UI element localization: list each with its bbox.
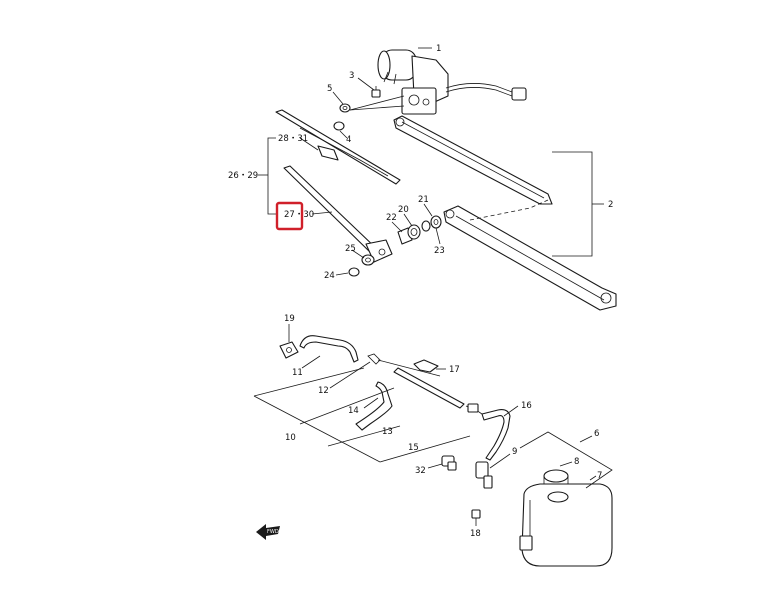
pivot-parts [397, 215, 442, 245]
washer-tank [519, 469, 613, 567]
callout-12: 12 [318, 386, 329, 396]
callout-26-29: 26・29 [228, 171, 258, 181]
callout-1: 1 [436, 44, 441, 54]
callout-9: 9 [512, 447, 517, 457]
bushing-4 [333, 121, 345, 131]
hose-16 [481, 409, 511, 461]
callout-2: 2 [608, 200, 613, 210]
callout-19: 19 [284, 314, 295, 324]
callout-17: 17 [449, 365, 460, 375]
clip-19 [279, 341, 299, 359]
nut-25 [361, 254, 375, 266]
washer-24 [348, 267, 360, 277]
callout-28-31: 28・31 [278, 134, 308, 144]
callout-16: 16 [521, 401, 532, 411]
callout-20: 20 [398, 205, 409, 215]
grommet-18 [471, 509, 481, 526]
callout-4: 4 [346, 135, 351, 145]
callout-5: 5 [327, 84, 332, 94]
callout-25: 25 [345, 244, 356, 254]
callout-3: 3 [349, 71, 354, 81]
wiper-motor [377, 49, 527, 115]
front-direction-arrow-icon: FWD [256, 524, 280, 540]
callout-22: 22 [386, 213, 397, 223]
washer-pump [475, 461, 493, 489]
callout-15: 15 [408, 443, 419, 453]
callout-14: 14 [348, 406, 359, 416]
hose-14 [355, 381, 393, 431]
washer-5 [339, 103, 351, 113]
callout-7: 7 [597, 471, 602, 481]
callout-32: 32 [415, 466, 426, 476]
wiper-arm [283, 165, 393, 263]
callout-21: 21 [418, 195, 429, 205]
highlight-box [275, 201, 304, 231]
callout-24: 24 [324, 271, 335, 281]
callout-23: 23 [434, 246, 445, 256]
callout-11: 11 [292, 368, 303, 378]
hose-11 [299, 335, 359, 363]
wiper-blade [275, 109, 401, 185]
callout-10: 10 [285, 433, 296, 443]
callout-27-30: 27・30 [284, 210, 314, 220]
callout-6: 6 [594, 429, 599, 439]
callout-18: 18 [470, 529, 481, 539]
clip-17 [413, 359, 439, 373]
bolt-3 [371, 86, 381, 98]
wiper-linkage [393, 115, 617, 311]
callout-13: 13 [382, 427, 393, 437]
bolt-32 [441, 455, 457, 471]
front-marker-label: FWD [267, 529, 279, 535]
callout-8: 8 [574, 457, 579, 467]
